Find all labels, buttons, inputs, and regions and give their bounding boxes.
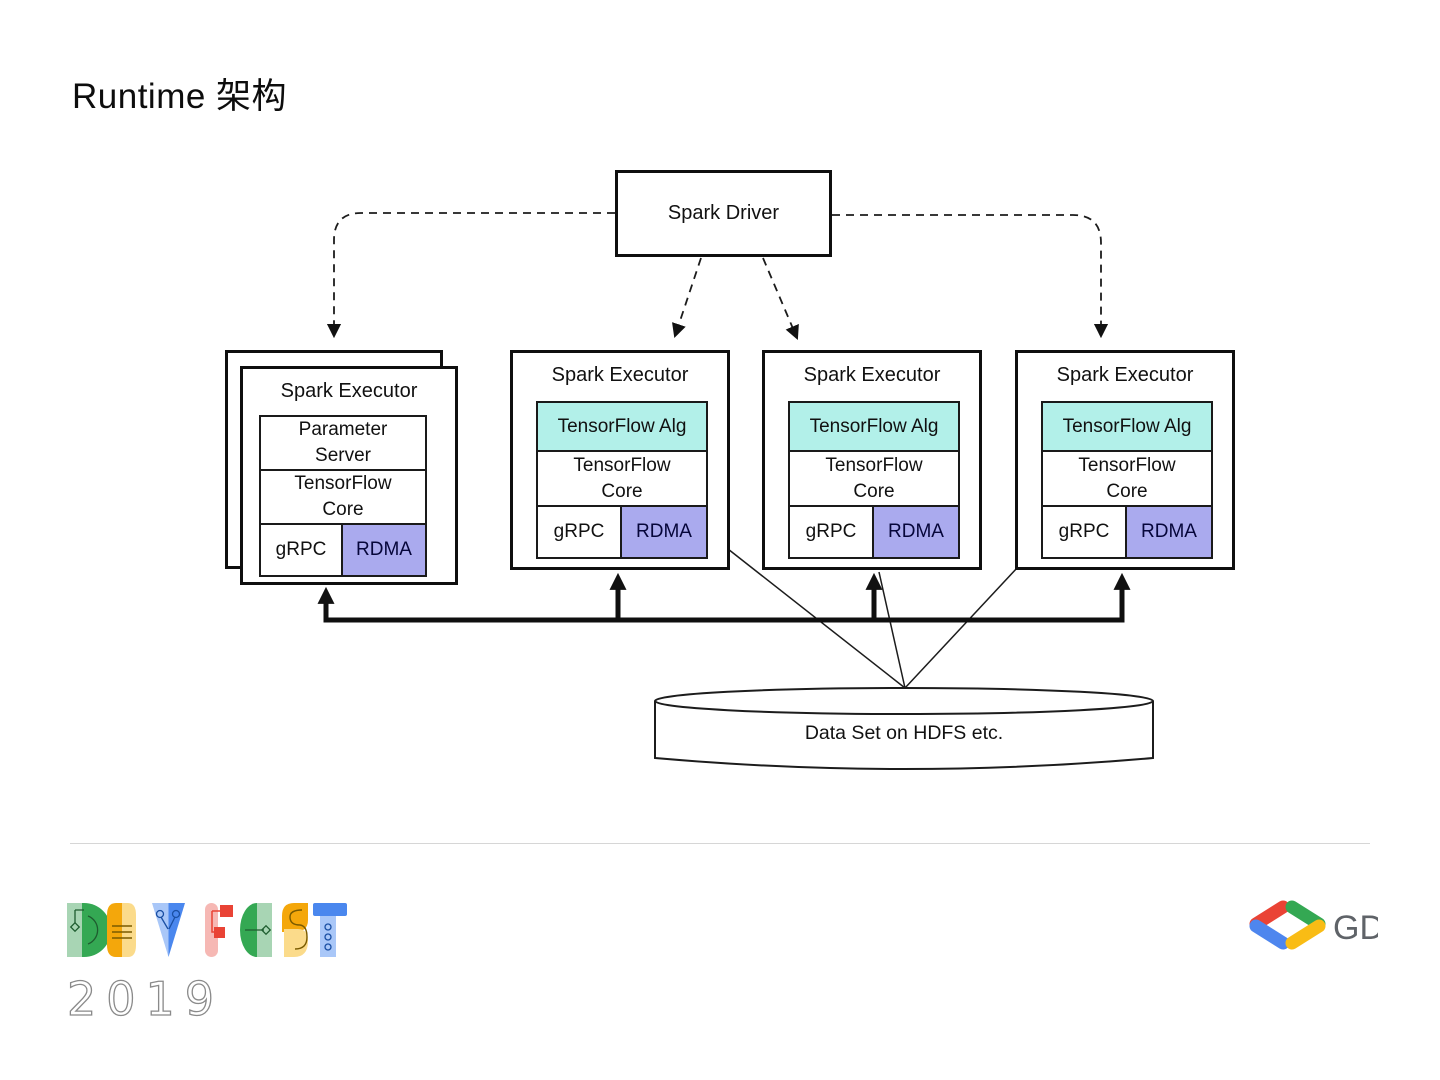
devfest-letter-d	[67, 903, 111, 957]
dataset-label: Data Set on HDFS etc.	[804, 722, 1004, 744]
grpc-cell: gRPC	[261, 525, 343, 575]
devfest-year: 2019	[67, 972, 224, 1026]
rdma-cell: RDMA	[343, 525, 425, 575]
rdma-cell: RDMA	[874, 507, 958, 557]
rdma-cell: RDMA	[622, 507, 706, 557]
executor-title: Spark Executor	[1056, 364, 1194, 386]
executor-stack: Parameter Server TensorFlow Core gRPC RD…	[259, 415, 427, 577]
footer-divider	[70, 843, 1370, 844]
io-row: gRPC RDMA	[538, 507, 706, 557]
grpc-cell: gRPC	[538, 507, 622, 557]
tensorflow-alg-cell: TensorFlow Alg	[538, 403, 706, 452]
tensorflow-core-cell: TensorFlow Core	[790, 452, 958, 507]
devfest-letter-t	[313, 903, 347, 957]
devfest-letter-e1	[107, 903, 136, 957]
tensorflow-core-cell: TensorFlow Core	[261, 471, 425, 525]
executor-title: Spark Executor	[551, 364, 689, 386]
spark-driver-box: Spark Driver	[615, 170, 832, 257]
io-row: gRPC RDMA	[1043, 507, 1211, 557]
executor-stack: TensorFlow Alg TensorFlow Core gRPC RDMA	[1041, 401, 1213, 559]
executor-title: Spark Executor	[803, 364, 941, 386]
devfest-letter-f	[205, 903, 233, 957]
gdg-chevron-right-icon	[1285, 900, 1326, 950]
page-title: Runtime 架构	[72, 77, 288, 116]
devfest-logo: 2019	[66, 903, 347, 1026]
gdg-logo: GDG	[1249, 900, 1378, 950]
gdg-label: GDG	[1333, 909, 1378, 947]
grpc-cell: gRPC	[790, 507, 874, 557]
parameter-server-cell: Parameter Server	[261, 417, 425, 471]
spark-driver-label: Spark Driver	[667, 202, 780, 224]
io-row: gRPC RDMA	[790, 507, 958, 557]
tensorflow-alg-cell: TensorFlow Alg	[790, 403, 958, 452]
rdma-cell: RDMA	[1127, 507, 1211, 557]
grpc-cell: gRPC	[1043, 507, 1127, 557]
executor-stack: TensorFlow Alg TensorFlow Core gRPC RDMA	[536, 401, 708, 559]
tensorflow-core-cell: TensorFlow Core	[538, 452, 706, 507]
spark-executor-3-box: Spark Executor TensorFlow Alg TensorFlow…	[762, 350, 982, 570]
devfest-letter-s	[282, 903, 308, 957]
gdg-chevron-left-icon	[1249, 900, 1290, 950]
executor-title: Spark Executor	[280, 380, 418, 402]
executor-stack: TensorFlow Alg TensorFlow Core gRPC RDMA	[788, 401, 960, 559]
devfest-letter-v	[152, 903, 185, 957]
devfest-letter-e2	[240, 903, 272, 957]
spark-executor-2-box: Spark Executor TensorFlow Alg TensorFlow…	[510, 350, 730, 570]
io-row: gRPC RDMA	[261, 525, 425, 575]
tensorflow-alg-cell: TensorFlow Alg	[1043, 403, 1211, 452]
tensorflow-core-cell: TensorFlow Core	[1043, 452, 1211, 507]
spark-executor-1-box: Spark Executor Parameter Server TensorFl…	[240, 366, 458, 585]
spark-executor-4-box: Spark Executor TensorFlow Alg TensorFlow…	[1015, 350, 1235, 570]
